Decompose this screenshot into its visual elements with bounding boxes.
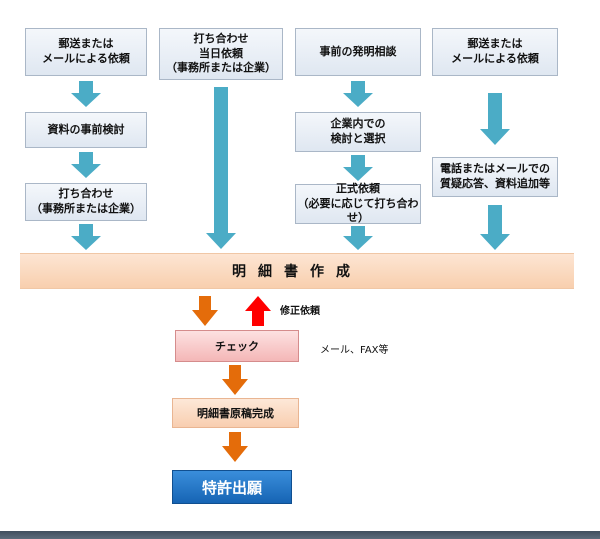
col4-arrow-down-2-icon [480,205,510,250]
col3-consult-box: 事前の発明相談 [295,28,421,76]
check-method-note: メール、FAX等 [320,345,389,356]
col4-request-box: 郵送または メールによる依頼 [432,28,558,76]
col4-arrow-down-1-icon [480,93,510,145]
col2-long-arrow-icon [206,87,236,249]
col3-arrow-down-2-icon [343,155,373,181]
col2-sameday-box: 打ち合わせ 当日依頼 （事務所または企業） [159,28,283,80]
col3-arrow-down-1-icon [343,81,373,107]
col1-arrow-down-2-icon [71,152,101,178]
col1-arrow-down-1-icon [71,81,101,107]
draft-complete-box: 明細書原稿完成 [172,398,299,428]
revision-request-label: 修正依頼 [280,306,320,317]
col1-arrow-down-3-icon [71,224,101,250]
col3-internal-box: 企業内での 検討と選択 [295,112,421,152]
col3-formal-box: 正式依頼 （必要に応じて打ち合わせ） [295,182,421,224]
orange-arrow-down-2-icon [222,365,248,395]
col1-request-box: 郵送または メールによる依頼 [25,28,147,76]
red-arrow-up-icon [245,296,271,326]
patent-filing-box: 特許出願 [172,470,292,504]
footer-bar [0,531,600,539]
col1-review-box: 資料の事前検討 [25,112,147,148]
col4-qa-box: 電話またはメールでの 質疑応答、資料追加等 [432,157,558,197]
check-box: チェック [175,330,299,362]
orange-arrow-down-1-icon [192,296,218,326]
spec-drafting-band: 明細書作成 [20,253,574,289]
col1-meeting-box: 打ち合わせ （事務所または企業） [25,183,147,221]
col3-arrow-down-3-icon [343,226,373,250]
orange-arrow-down-3-icon [222,432,248,462]
